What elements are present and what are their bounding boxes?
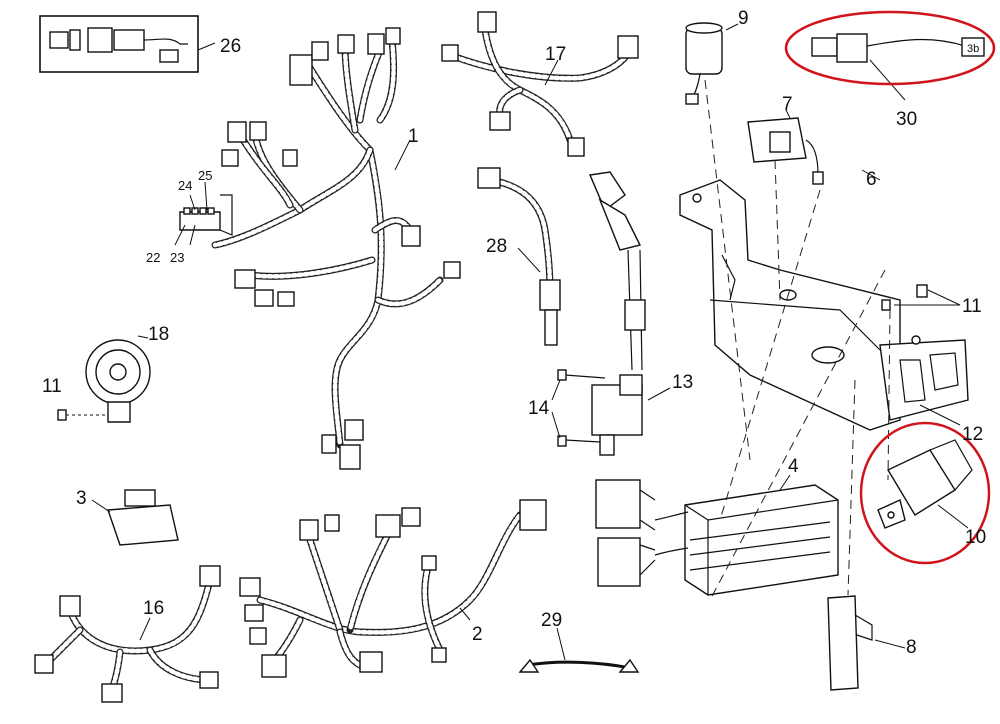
part-2-harness [239,499,547,678]
callout-25: 25 [198,168,212,183]
callout-13: 13 [672,372,693,393]
connector-30-label: 3b [967,43,979,55]
part-18-horn [57,335,151,423]
callout-10: 10 [965,527,986,548]
part-10-relay [877,439,973,529]
callout-28: 28 [486,236,507,257]
part-17-harness [441,11,639,157]
part-1-main-harness [211,27,461,470]
callout-11-left: 11 [42,376,62,397]
part-4-regulator [595,474,839,596]
callout-2: 2 [472,624,483,645]
callout-6: 6 [866,169,877,190]
callout-9: 9 [738,8,749,29]
part-14-screws [551,369,606,447]
part-30-connector: 3b [811,33,985,101]
part-9-relay [685,22,739,105]
callout-23: 23 [170,250,184,265]
callout-12: 12 [962,424,983,445]
callout-30: 30 [896,109,917,130]
callout-29: 29 [541,610,562,631]
part-11-screws-right [881,284,961,311]
part-28-sensor [477,167,561,346]
highlight-part-30 [784,10,996,86]
terminal-block [174,181,233,246]
part-29-strap [518,627,640,673]
part-16-harness [34,565,221,703]
callout-4: 4 [788,456,799,477]
part-13-ignition-coil [588,171,671,456]
callout-24: 24 [178,178,192,193]
callout-17: 17 [545,44,566,65]
assembly-lines [704,79,891,601]
callout-16: 16 [143,598,164,619]
callout-7: 7 [782,94,793,115]
part-26-inset [39,15,216,73]
callout-1: 1 [408,126,419,147]
callout-14: 14 [528,398,550,419]
callout-numbers: 26 1 17 9 30 7 6 25 24 22 23 28 11 18 11… [42,8,986,658]
callout-11-right: 11 [962,296,982,317]
highlight-part-10 [859,421,991,565]
callout-18: 18 [148,324,169,345]
callout-3: 3 [76,488,87,509]
callout-22: 22 [146,250,160,265]
part-3-starter-relay [91,489,179,546]
part-7-relay [747,109,824,185]
callout-8: 8 [906,637,917,658]
callout-26: 26 [220,36,241,57]
part-12-leader [919,404,961,426]
part-8-module [827,595,906,691]
part-6-bracket [679,169,969,431]
